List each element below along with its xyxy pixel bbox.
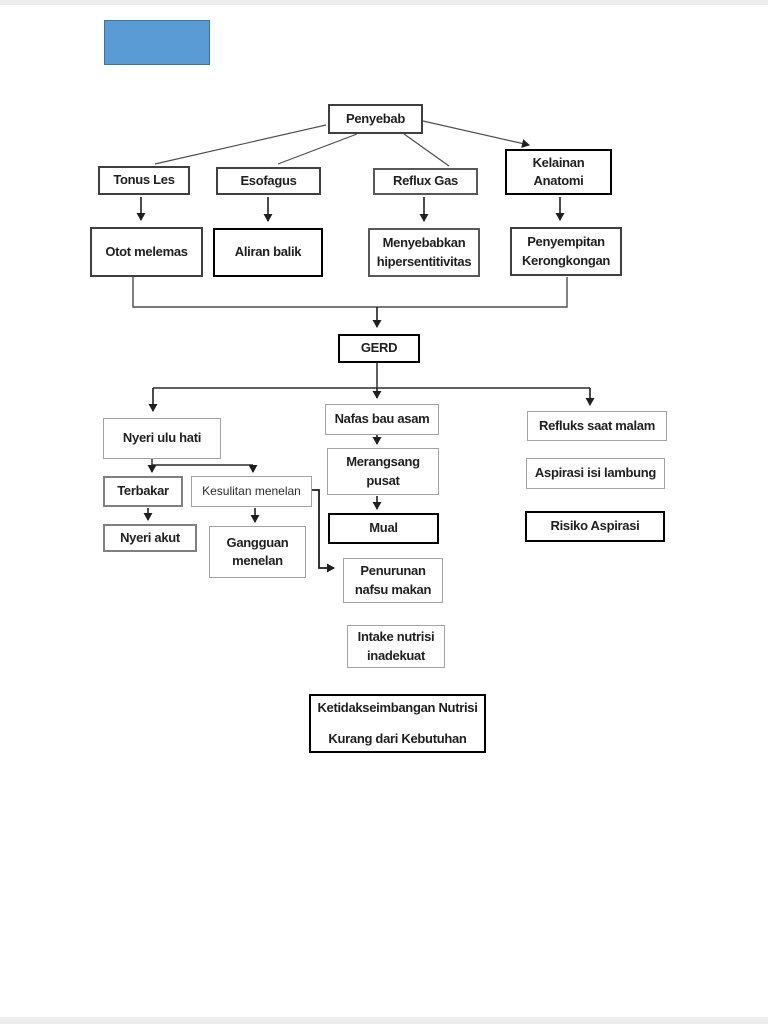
blue-logo-placeholder: [104, 20, 210, 65]
node-refluks-saat-malam: Refluks saat malam: [527, 411, 667, 441]
edge-penyebab-tonusles: [154, 124, 327, 165]
node-nyeri-akut-label: Nyeri akut: [120, 529, 180, 545]
node-nafas-bau-asam-label: Nafas bau asam: [334, 411, 430, 427]
node-kesulitan-menelan-label: Kesulitan menelan: [202, 484, 301, 499]
node-terbakar-label: Terbakar: [117, 483, 169, 499]
node-mual-label: Mual: [369, 520, 398, 536]
edge-penyebab-esofagus: [277, 133, 358, 165]
node-menyebabkan-label: Menyebabkan hipersentitivitas: [376, 235, 472, 269]
node-penyempitan-kerongkongan: Penyempitan Kerongkongan: [510, 227, 622, 276]
node-merangsang-pusat-label: Merangsang pusat: [346, 454, 420, 488]
node-mual: Mual: [328, 513, 439, 544]
node-kesulitan-menelan: Kesulitan menelan: [191, 476, 312, 507]
node-gangguan-menelan-label: Gangguan menelan: [226, 534, 289, 568]
node-intake-nutrisi-inadekuat: Intake nutrisi inadekuat: [347, 625, 445, 668]
node-refluks-label: Refluks saat malam: [539, 417, 655, 433]
node-penyebab-label: Penyebab: [345, 110, 405, 126]
node-esofagus-label: Esofagus: [240, 172, 297, 188]
node-ketidakseimbangan-nutrisi: Ketidakseimbangan Nutrisi Kurang dari Ke…: [309, 694, 486, 753]
node-tonus-les: Tonus Les: [98, 166, 190, 195]
edge-nyeriuluhati-split: [151, 459, 253, 466]
node-terbakar: Terbakar: [103, 476, 183, 507]
node-tonus-les-label: Tonus Les: [113, 172, 175, 188]
edge-penyebab-kelainan: [422, 120, 530, 148]
node-aspirasi-label: Aspirasi isi lambung: [534, 465, 657, 481]
node-reflux-gas: Reflux Gas: [373, 168, 478, 195]
node-penyebab: Penyebab: [328, 104, 423, 134]
node-intake-label: Intake nutrisi inadekuat: [357, 629, 435, 663]
edge-gerd-splitter: [153, 363, 590, 389]
node-nyeri-akut: Nyeri akut: [103, 524, 197, 552]
node-otot-melemas-label: Otot melemas: [105, 243, 188, 259]
node-nyeri-ulu-hati-label: Nyeri ulu hati: [122, 430, 202, 446]
node-reflux-gas-label: Reflux Gas: [393, 173, 458, 189]
node-nafas-bau-asam: Nafas bau asam: [325, 404, 439, 435]
node-otot-melemas: Otot melemas: [90, 227, 203, 277]
node-penurunan-label: Penurunan nafsu makan: [354, 563, 432, 597]
edge-converge-connector: [132, 277, 568, 308]
node-aspirasi-isi-lambung: Aspirasi isi lambung: [526, 458, 665, 489]
node-penurunan-nafsu-makan: Penurunan nafsu makan: [343, 558, 443, 603]
node-merangsang-pusat: Merangsang pusat: [327, 448, 439, 495]
node-kelainan-anatomi-label: Kelainan Anatomi: [532, 154, 585, 188]
page-bottom-edge: [0, 1017, 768, 1024]
node-esofagus: Esofagus: [216, 167, 321, 195]
node-menyebabkan-hipersentitivitas: Menyebabkan hipersentitivitas: [368, 228, 480, 277]
edge-penyebab-refluxgas: [403, 133, 450, 167]
node-penyempitan-label: Penyempitan Kerongkongan: [521, 234, 611, 268]
node-aliran-balik: Aliran balik: [213, 228, 323, 277]
node-risiko-aspirasi: Risiko Aspirasi: [525, 511, 665, 542]
node-nyeri-ulu-hati: Nyeri ulu hati: [103, 418, 221, 459]
node-gerd-label: GERD: [360, 340, 398, 356]
node-gangguan-menelan: Gangguan menelan: [209, 526, 306, 578]
node-gerd: GERD: [338, 334, 420, 363]
node-risiko-aspirasi-label: Risiko Aspirasi: [550, 518, 640, 534]
node-kelainan-anatomi: Kelainan Anatomi: [505, 149, 612, 195]
node-aliran-balik-label: Aliran balik: [234, 244, 302, 260]
node-ketidakseimbangan-line1: Ketidakseimbangan Nutrisi: [317, 700, 478, 716]
node-ketidakseimbangan-line2: Kurang dari Kebutuhan: [328, 730, 467, 746]
page-top-edge: [0, 0, 768, 5]
